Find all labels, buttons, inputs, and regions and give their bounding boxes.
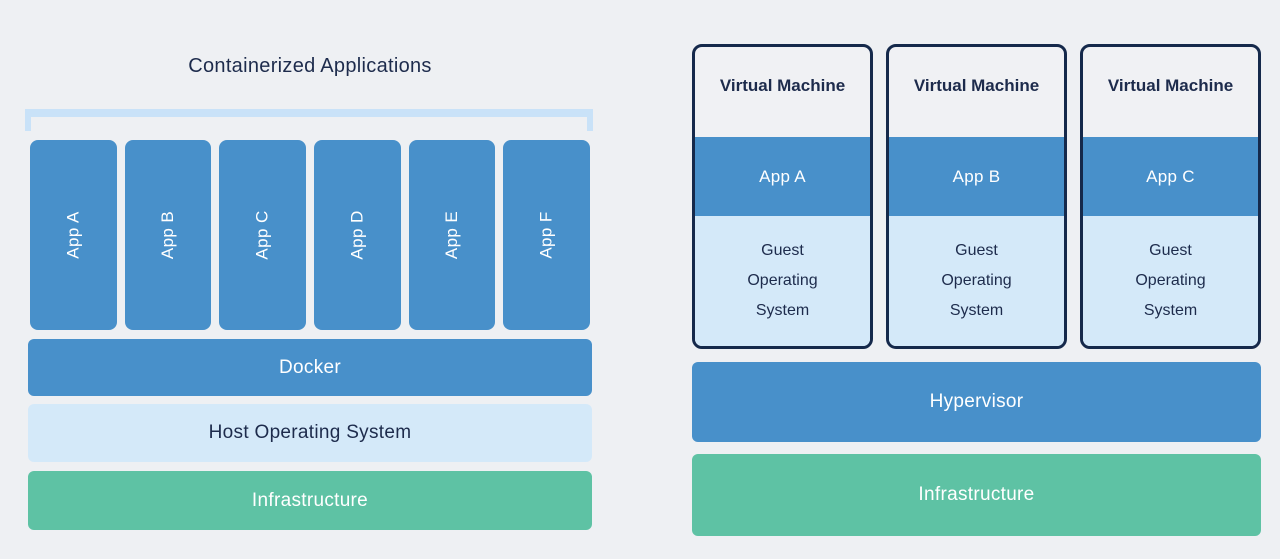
container-app-c-label: App C [252, 210, 272, 260]
docker-layer: Docker [28, 339, 592, 396]
container-app-f-label: App F [536, 211, 556, 259]
virtual-machine-3-app: App C [1083, 137, 1258, 216]
container-app-d: App D [314, 140, 401, 330]
left-infrastructure-layer: Infrastructure [28, 471, 592, 530]
virtual-machine-2-guest-os: Guest Operating System [889, 216, 1064, 346]
container-app-c: App C [219, 140, 307, 330]
host-operating-system-layer: Host Operating System [28, 404, 592, 462]
virtual-machine-3-title: Virtual Machine [1107, 76, 1234, 95]
virtual-machine-2: Virtual Machine App B Guest Operating Sy… [886, 44, 1067, 349]
virtual-machines-row: Virtual Machine App A Guest Operating Sy… [692, 44, 1261, 349]
containerized-applications-title: Containerized Applications [188, 55, 432, 77]
virtual-machine-2-title: Virtual Machine [913, 76, 1040, 95]
virtual-machine-3: Virtual Machine App C Guest Operating Sy… [1080, 44, 1261, 349]
container-app-f: App F [503, 140, 591, 330]
container-group-bracket [25, 109, 593, 131]
virtual-machine-2-app: App B [889, 137, 1064, 216]
hypervisor-layer: Hypervisor [692, 362, 1261, 442]
container-app-a-label: App A [63, 211, 83, 259]
virtual-machine-1-guest-os: Guest Operating System [695, 216, 870, 346]
container-app-e: App E [408, 140, 496, 330]
container-app-e-label: App E [442, 210, 462, 260]
virtual-machine-1-app: App A [695, 137, 870, 216]
container-app-b-label: App B [158, 210, 177, 260]
virtual-machine-1-title: Virtual Machine [719, 76, 846, 95]
container-apps-row: App A App B App C App D App E App F [30, 140, 591, 330]
container-app-b: App B [124, 140, 212, 330]
right-infrastructure-layer: Infrastructure [692, 454, 1261, 536]
container-app-d-label: App D [347, 210, 367, 260]
virtual-machine-3-guest-os: Guest Operating System [1083, 216, 1258, 346]
container-app-a: App A [30, 140, 117, 330]
virtual-machine-1: Virtual Machine App A Guest Operating Sy… [692, 44, 873, 349]
